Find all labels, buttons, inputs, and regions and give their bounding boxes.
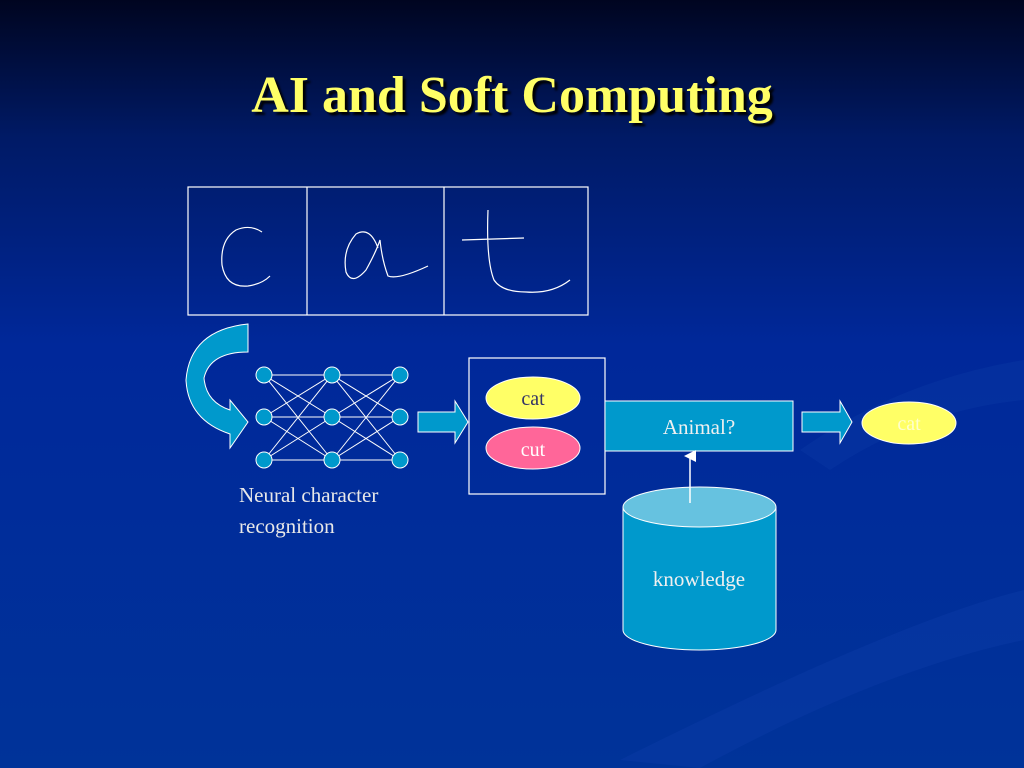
nn-node <box>323 408 341 426</box>
nn-connection <box>331 374 401 461</box>
output-cat-label: cat <box>897 413 921 435</box>
nn-connection <box>331 416 401 461</box>
nn-node <box>391 451 409 469</box>
candidate-cut-label: cut <box>521 439 546 461</box>
knowledge-label: knowledge <box>653 567 745 591</box>
background-swoosh <box>620 590 1024 768</box>
nn-node <box>323 366 341 384</box>
candidate-cat <box>485 376 581 420</box>
nn-caption-2: recognition <box>239 514 335 538</box>
handwriting-grid <box>187 186 589 316</box>
knowledge-cylinder <box>622 486 777 651</box>
nn-node <box>391 408 409 426</box>
nn-node <box>323 451 341 469</box>
animal-question-box <box>604 400 794 452</box>
nn-node <box>391 366 409 384</box>
nn-caption: Neural character <box>239 483 378 507</box>
animal-question-label: Animal? <box>663 415 735 439</box>
handwritten-t <box>461 209 571 293</box>
right-arrow-icon <box>801 399 853 445</box>
candidate-cat-label: cat <box>521 388 545 410</box>
right-arrow-icon <box>417 399 469 445</box>
output-cat <box>861 401 957 445</box>
nn-connection <box>263 374 333 461</box>
candidate-cut <box>485 426 581 470</box>
handwritten-c <box>221 226 271 287</box>
curved-arrow-icon <box>185 323 249 450</box>
nn-node <box>255 408 273 426</box>
nn-node <box>255 366 273 384</box>
nn-connection <box>263 416 333 461</box>
slide-title: AI and Soft Computing <box>251 67 773 124</box>
nn-connection <box>331 374 401 418</box>
nn-node <box>255 451 273 469</box>
nn-connection <box>263 374 333 418</box>
handwritten-a <box>344 231 429 280</box>
neural-network <box>255 366 409 469</box>
